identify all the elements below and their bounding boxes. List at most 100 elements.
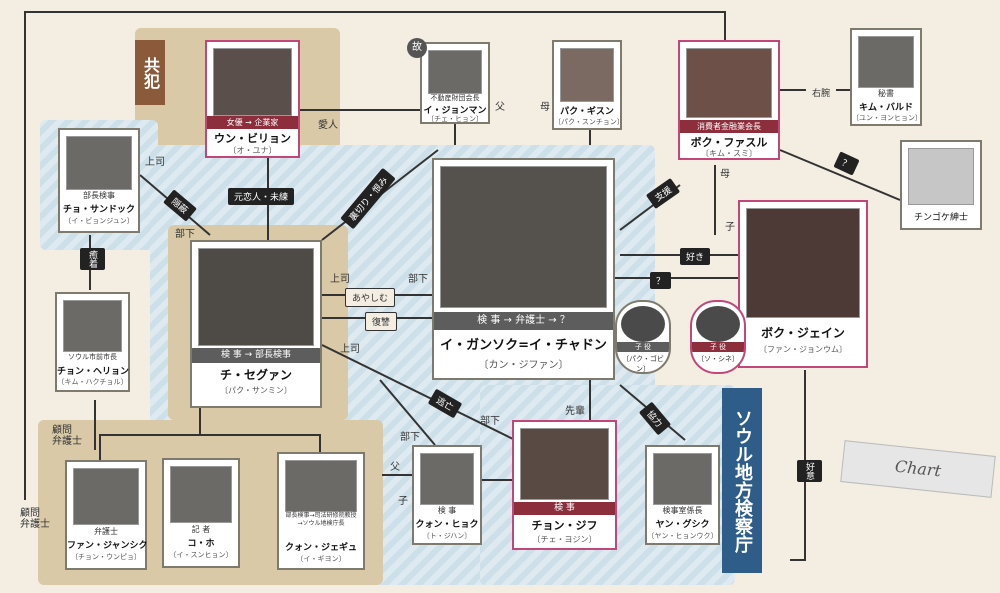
portrait-child-lee	[621, 306, 665, 342]
card-chon-jifu[interactable]: 検 事 チョン・ジフ 〔チェ・ヨジン〕	[512, 420, 617, 550]
role-lee-jongman: 不動産財団会長	[430, 94, 480, 102]
portrait-child-bok	[696, 306, 740, 342]
actor-lee-jongman: 〔チェ・ヒョン〕	[427, 115, 483, 123]
card-lee-gangsok[interactable]: 検 事 → 弁護士 → ？ イ・ガンソク=イ・チャドン 〔カン・ジファン〕	[432, 158, 615, 380]
actor-fan-jansik: 〔チョン・ウンピョ〕	[71, 553, 141, 561]
portrait-park-gison	[560, 48, 614, 102]
portrait-eun-biryon	[213, 48, 292, 116]
child-bok-circle[interactable]: 子 役 〔ソ・シネ〕	[690, 300, 746, 374]
role-fan-jansik: 弁護士	[94, 527, 118, 536]
prosecutors-office-label: ソウル地方検察庁	[722, 388, 762, 573]
rel-child2: 子	[398, 496, 408, 507]
rel-superior3: 上司	[340, 344, 360, 355]
card-ko-ho[interactable]: 記 者 コ・ホ 〔イ・スンヒョン〕	[162, 458, 240, 568]
card-yang-gusik[interactable]: 検事室係長 ヤン・グシク 〔ヤン・ヒョンウク〕	[645, 445, 720, 545]
actor-bok-fasul: 〔キム・スミ〕	[701, 149, 757, 158]
actor-park-gison: 〔パク・スンチョン〕	[554, 118, 624, 126]
portrait-kim-baldo	[858, 36, 914, 88]
rel-lover: 愛人	[318, 120, 338, 131]
actor-eun-biryon: 〔オ・ユナ〕	[228, 146, 277, 155]
rel-suspicious: あやしむ	[345, 288, 396, 307]
name-ko-ho: コ・ホ	[187, 539, 215, 549]
name-chon-heriyon: チョン・ヘリョン	[57, 367, 130, 377]
deceased-badge: 故	[407, 38, 427, 58]
actor-chi-segan: 〔パク・サンミン〕	[220, 386, 292, 395]
role-child-bok: 子 役	[692, 342, 744, 352]
name-eun-biryon: ウン・ビリョン	[214, 132, 291, 145]
name-yang-gusik: ヤン・グシク	[655, 520, 710, 530]
accomplice-label: 共犯	[135, 40, 165, 105]
portrait-chon-jifu	[520, 428, 609, 500]
card-kwon-jegi[interactable]: 部長検事→司法研修院教授→ソウル地検庁長 クォン・ジェギュ 〔イ・ギヨン〕	[277, 452, 365, 570]
portrait-fan-jansik	[73, 468, 139, 525]
portrait-kwon-jegi	[285, 460, 357, 512]
card-chon-heriyon[interactable]: ソウル市前市長 チョン・ヘリョン 〔キム・ハクチョル〕	[55, 292, 130, 392]
name-child-bok: 〔ソ・シネ〕	[697, 355, 739, 363]
rel-superior2: 上司	[330, 274, 350, 285]
portrait-kwon-hyok	[420, 453, 474, 505]
card-fan-jansik[interactable]: 弁護士 ファン・ジャンシク 〔チョン・ウンピョ〕	[65, 460, 148, 570]
name-kim-baldo: キム・バルド	[858, 103, 913, 113]
rel-ex-lover: 元恋人・未練	[228, 188, 295, 205]
rel-child1: 子	[725, 222, 735, 233]
portrait-ko-ho	[170, 466, 232, 523]
rel-subordinate3: 部下	[400, 432, 420, 443]
name-bok-jein: ボク・ジェイン	[761, 326, 845, 340]
rel-collude: 癒着	[80, 248, 105, 270]
rel-subordinate4: 部下	[480, 416, 500, 427]
card-cho-sandok[interactable]: 部長検事 チョ・サンドック 〔イ・ビョンジュン〕	[58, 128, 140, 233]
actor-lee-gangsok: 〔カン・ジファン〕	[478, 360, 569, 371]
role-yang-gusik: 検事室係長	[662, 506, 703, 515]
actor-kim-baldo: 〔ユン・ヨンヒョン〕	[852, 114, 922, 122]
name-lee-gangsok: イ・ガンソク=イ・チャドン	[440, 338, 607, 353]
card-kim-baldo[interactable]: 秘書 キム・バルド 〔ユン・ヨンヒョン〕	[850, 28, 922, 126]
card-bok-fasul[interactable]: 消費者金融業会長 ボク・ファスル 〔キム・スミ〕	[678, 40, 780, 160]
card-park-gison[interactable]: パク・ギスン 〔パク・スンチョン〕	[552, 40, 624, 130]
role-cho-sandok: 部長検事	[83, 191, 115, 200]
rel-revenge: 復讐	[365, 312, 398, 331]
portrait-bok-jein	[746, 208, 860, 318]
card-lee-jongman[interactable]: 不動産財団会長 イ・ジョンマン 〔チェ・ヒョン〕	[420, 42, 490, 124]
name-bok-fasul: ボク・ファスル	[690, 136, 768, 149]
rel-like: 好き	[680, 248, 711, 265]
portrait-yang-gusik	[653, 453, 712, 505]
role-kwon-hyok: 検 事	[437, 506, 457, 515]
card-chi-segan[interactable]: 検 事 → 部長検事 チ・セグァン 〔パク・サンミン〕	[190, 240, 322, 408]
name-kwon-hyok: クォン・ヒョク	[415, 520, 479, 530]
rel-right-arm: 右腕	[806, 84, 837, 101]
portrait-bok-fasul	[686, 48, 772, 118]
role-chi-segan: 検 事 → 部長検事	[192, 348, 320, 363]
silhouette-icon	[908, 148, 974, 205]
role-eun-biryon: 女優 → 企業家	[207, 116, 298, 129]
rel-father: 父	[495, 102, 505, 113]
name-kwon-jegi: クォン・ジェギュ	[284, 543, 357, 553]
role-chon-jifu: 検 事	[514, 502, 615, 515]
role-ko-ho: 記 者	[191, 525, 211, 534]
rel-subordinate2: 部下	[408, 274, 428, 285]
name-park-gison: パク・ギスン	[560, 107, 614, 117]
card-bok-jein[interactable]: ボク・ジェイン 〔ファン・ジョンウム〕	[738, 200, 868, 368]
rel-advisor-lawyer1: 顧問 弁護士	[52, 425, 82, 447]
portrait-lee-jongman	[428, 50, 482, 94]
rel-subordinate1: 部下	[175, 229, 195, 240]
name-chingoke: チンゴケ紳士	[913, 213, 968, 223]
actor-kwon-jegi: 〔イ・ギヨン〕	[296, 555, 346, 563]
rel-mother2: 母	[720, 169, 730, 180]
name-cho-sandok: チョ・サンドック	[62, 205, 135, 215]
portrait-chon-heriyon	[63, 300, 122, 352]
rel-mother: 母	[540, 102, 550, 113]
role-chon-heriyon: ソウル市前市長	[68, 353, 117, 361]
card-chingoke[interactable]: チンゴケ紳士	[900, 140, 982, 230]
rel-senior: 先輩	[565, 406, 585, 417]
rel-question2: ？	[650, 272, 672, 289]
card-eun-biryon[interactable]: 女優 → 企業家 ウン・ビリョン 〔オ・ユナ〕	[205, 40, 300, 158]
name-chon-jifu: チョン・ジフ	[531, 519, 598, 532]
name-chi-segan: チ・セグァン	[219, 368, 292, 382]
rel-crush: 好意	[797, 460, 822, 482]
actor-yang-gusik: 〔ヤン・ヒョンウク〕	[647, 532, 718, 540]
actor-kwon-hyok: 〔ト・ジハン〕	[422, 532, 472, 540]
name-fan-jansik: ファン・ジャンシク	[67, 541, 148, 551]
name-lee-jongman: イ・ジョンマン	[423, 106, 487, 116]
child-lee-circle[interactable]: 子 役 〔パク・ゴビン〕	[615, 300, 671, 374]
card-kwon-hyok[interactable]: 検 事 クォン・ヒョク 〔ト・ジハン〕	[412, 445, 482, 545]
